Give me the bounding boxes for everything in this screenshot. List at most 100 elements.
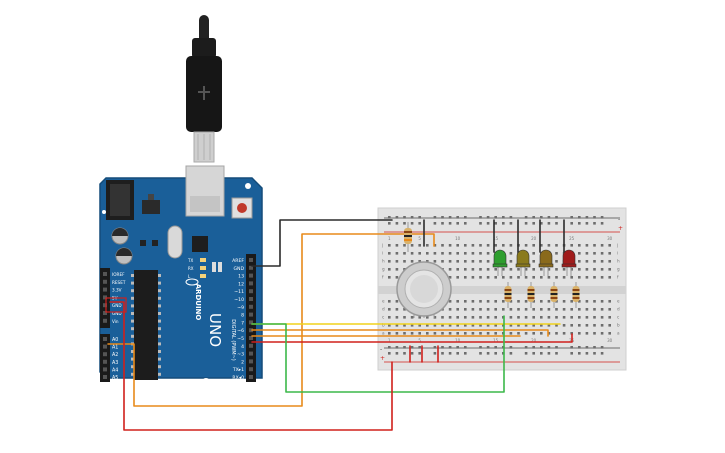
terminal-hole[interactable]	[502, 300, 505, 303]
terminal-hole[interactable]	[578, 268, 581, 271]
terminal-hole[interactable]	[479, 300, 482, 303]
terminal-hole[interactable]	[441, 332, 444, 335]
terminal-hole[interactable]	[600, 252, 604, 255]
terminal-hole[interactable]	[426, 324, 429, 327]
terminal-hole[interactable]	[433, 252, 437, 255]
rail-hole[interactable]	[433, 222, 437, 225]
terminal-hole[interactable]	[562, 276, 566, 279]
terminal-hole[interactable]	[448, 276, 452, 279]
terminal-hole[interactable]	[570, 244, 573, 247]
terminal-hole[interactable]	[517, 316, 520, 319]
power-pin-socket[interactable]	[103, 295, 107, 300]
terminal-hole[interactable]	[395, 332, 399, 335]
analog-pin-socket[interactable]	[103, 344, 107, 349]
analog-pin-socket[interactable]	[103, 375, 107, 379]
power-pin-socket[interactable]	[103, 318, 107, 323]
analog-pin-socket[interactable]	[103, 367, 107, 372]
terminal-hole[interactable]	[502, 244, 505, 247]
rail-hole[interactable]	[479, 222, 482, 225]
terminal-hole[interactable]	[388, 332, 391, 335]
terminal-hole[interactable]	[509, 316, 513, 319]
terminal-hole[interactable]	[547, 316, 551, 319]
terminal-hole[interactable]	[570, 300, 573, 303]
terminal-hole[interactable]	[540, 268, 543, 271]
rail-hole[interactable]	[570, 222, 573, 225]
terminal-hole[interactable]	[524, 332, 528, 335]
terminal-hole[interactable]	[464, 260, 467, 263]
terminal-hole[interactable]	[608, 268, 611, 271]
terminal-hole[interactable]	[562, 316, 566, 319]
terminal-hole[interactable]	[395, 324, 399, 327]
power-pin-socket[interactable]	[103, 272, 107, 276]
analog-pin-socket[interactable]	[103, 337, 107, 341]
terminal-hole[interactable]	[570, 324, 573, 327]
rail-hole[interactable]	[410, 222, 414, 225]
rail-hole[interactable]	[509, 352, 513, 355]
terminal-hole[interactable]	[562, 268, 566, 271]
rail-hole[interactable]	[494, 222, 497, 225]
rail-hole[interactable]	[585, 216, 589, 219]
rail-hole[interactable]	[388, 346, 391, 349]
terminal-hole[interactable]	[410, 332, 414, 335]
terminal-hole[interactable]	[517, 268, 520, 271]
terminal-hole[interactable]	[600, 324, 604, 327]
rail-hole[interactable]	[524, 216, 528, 219]
rail-hole[interactable]	[494, 352, 497, 355]
terminal-hole[interactable]	[448, 260, 452, 263]
terminal-hole[interactable]	[388, 300, 391, 303]
terminal-hole[interactable]	[540, 244, 543, 247]
terminal-hole[interactable]	[532, 316, 535, 319]
rail-hole[interactable]	[433, 352, 437, 355]
terminal-hole[interactable]	[494, 276, 497, 279]
terminal-hole[interactable]	[418, 332, 421, 335]
rail-hole[interactable]	[570, 216, 573, 219]
digital-pin-socket[interactable]	[249, 367, 253, 372]
terminal-hole[interactable]	[486, 300, 490, 303]
terminal-hole[interactable]	[426, 316, 429, 319]
terminal-hole[interactable]	[540, 324, 543, 327]
terminal-hole[interactable]	[555, 268, 558, 271]
terminal-hole[interactable]	[403, 332, 406, 335]
terminal-hole[interactable]	[479, 268, 482, 271]
terminal-hole[interactable]	[441, 252, 444, 255]
terminal-hole[interactable]	[555, 324, 558, 327]
rail-hole[interactable]	[540, 352, 543, 355]
rail-hole[interactable]	[441, 216, 444, 219]
rail-hole[interactable]	[441, 352, 444, 355]
terminal-hole[interactable]	[418, 324, 421, 327]
digital-pin-socket[interactable]	[249, 343, 253, 348]
terminal-hole[interactable]	[403, 252, 406, 255]
terminal-hole[interactable]	[418, 244, 421, 247]
terminal-hole[interactable]	[471, 308, 475, 311]
rail-hole[interactable]	[494, 346, 497, 349]
power-pin-socket[interactable]	[103, 287, 107, 292]
terminal-hole[interactable]	[433, 324, 437, 327]
terminal-hole[interactable]	[479, 276, 482, 279]
rail-hole[interactable]	[433, 216, 437, 219]
terminal-hole[interactable]	[486, 260, 490, 263]
terminal-hole[interactable]	[456, 324, 459, 327]
terminal-hole[interactable]	[464, 276, 467, 279]
terminal-hole[interactable]	[593, 332, 596, 335]
terminal-hole[interactable]	[593, 260, 596, 263]
terminal-hole[interactable]	[464, 244, 467, 247]
terminal-hole[interactable]	[388, 276, 391, 279]
digital-pin-socket[interactable]	[249, 265, 253, 270]
terminal-hole[interactable]	[448, 308, 452, 311]
terminal-hole[interactable]	[524, 268, 528, 271]
terminal-hole[interactable]	[578, 324, 581, 327]
terminal-hole[interactable]	[464, 300, 467, 303]
rail-hole[interactable]	[547, 346, 551, 349]
terminal-hole[interactable]	[532, 260, 535, 263]
terminal-hole[interactable]	[486, 324, 490, 327]
terminal-hole[interactable]	[578, 244, 581, 247]
rail-hole[interactable]	[593, 216, 596, 219]
terminal-hole[interactable]	[509, 260, 513, 263]
terminal-hole[interactable]	[570, 316, 573, 319]
terminal-hole[interactable]	[600, 260, 604, 263]
rail-hole[interactable]	[403, 216, 406, 219]
rail-hole[interactable]	[585, 352, 589, 355]
rail-hole[interactable]	[532, 352, 535, 355]
digital-pin-socket[interactable]	[249, 375, 253, 379]
rail-hole[interactable]	[524, 346, 528, 349]
